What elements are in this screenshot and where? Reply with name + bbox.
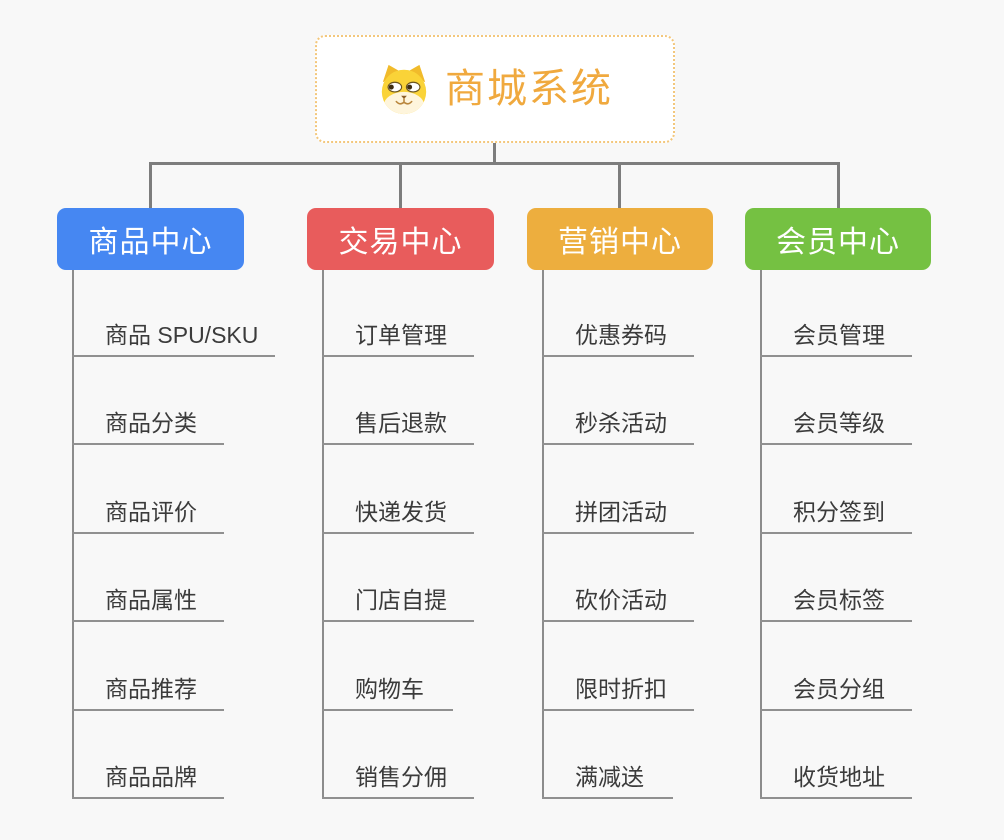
list-item[interactable]: 优惠券码 [542, 310, 694, 357]
list-item[interactable]: 快递发货 [322, 487, 474, 534]
list-item-label: 优惠券码 [575, 322, 667, 348]
list-item[interactable]: 售后退款 [322, 398, 474, 445]
list-item-label: 商品评价 [105, 499, 197, 525]
list-item-label: 限时折扣 [575, 676, 667, 702]
list-item[interactable]: 砍价活动 [542, 575, 694, 622]
list-item[interactable]: 购物车 [322, 664, 453, 711]
branch-label: 会员中心 [776, 226, 900, 259]
list-item[interactable]: 收货地址 [760, 752, 912, 799]
branch-node-product-center[interactable]: 商品中心 [57, 208, 244, 270]
trunk-line-marketing [542, 270, 544, 799]
branch-node-member-center[interactable]: 会员中心 [745, 208, 931, 270]
root-node[interactable]: 商城系统 [315, 35, 675, 143]
branch-label: 商品中心 [88, 226, 213, 259]
shiba-dog-icon [377, 62, 431, 116]
list-item[interactable]: 会员分组 [760, 664, 912, 711]
list-item-label: 订单管理 [355, 322, 447, 348]
list-item-label: 秒杀活动 [575, 410, 667, 436]
list-item-label: 拼团活动 [575, 499, 667, 525]
trunk-line-trade [322, 270, 324, 799]
list-item[interactable]: 商品 SPU/SKU [72, 310, 275, 357]
branch-label: 交易中心 [338, 226, 463, 259]
list-item[interactable]: 销售分佣 [322, 752, 474, 799]
list-item[interactable]: 订单管理 [322, 310, 474, 357]
branch-node-trade-center[interactable]: 交易中心 [307, 208, 494, 270]
list-item-label: 快递发货 [355, 499, 447, 525]
list-item-label: 砍价活动 [575, 587, 667, 613]
list-item-label: 销售分佣 [355, 764, 447, 790]
list-item-label: 积分签到 [793, 499, 885, 525]
list-item[interactable]: 商品分类 [72, 398, 224, 445]
list-item-label: 售后退款 [355, 410, 447, 436]
list-item[interactable]: 门店自提 [322, 575, 474, 622]
list-item[interactable]: 商品推荐 [72, 664, 224, 711]
trunk-line-product [72, 270, 74, 799]
list-item[interactable]: 商品属性 [72, 575, 224, 622]
list-item-label: 商品品牌 [105, 764, 197, 790]
connector-drop-member [837, 164, 840, 209]
list-item[interactable]: 商品评价 [72, 487, 224, 534]
list-item-label: 购物车 [355, 676, 424, 702]
list-item[interactable]: 限时折扣 [542, 664, 694, 711]
list-item[interactable]: 会员等级 [760, 398, 912, 445]
branch-node-marketing-center[interactable]: 营销中心 [527, 208, 713, 270]
list-item-label: 满减送 [575, 764, 644, 790]
list-item-label: 商品 SPU/SKU [105, 322, 259, 348]
list-item-label: 会员分组 [793, 676, 885, 702]
list-item-label: 门店自提 [355, 587, 447, 613]
connector-drop-marketing [618, 164, 621, 209]
connector-drop-trade [399, 164, 402, 209]
list-item-label: 商品分类 [105, 410, 197, 436]
trunk-line-member [760, 270, 762, 799]
list-item[interactable]: 积分签到 [760, 487, 912, 534]
branch-label: 营销中心 [558, 226, 682, 259]
list-item-label: 会员等级 [793, 410, 885, 436]
list-item-label: 会员标签 [793, 587, 885, 613]
list-item[interactable]: 拼团活动 [542, 487, 694, 534]
list-item[interactable]: 满减送 [542, 752, 673, 799]
connector-root-stem [493, 141, 496, 164]
root-title: 商城系统 [445, 67, 613, 111]
list-item[interactable]: 商品品牌 [72, 752, 224, 799]
connector-horizontal-bus [149, 162, 840, 165]
list-item[interactable]: 会员管理 [760, 310, 912, 357]
list-item-label: 收货地址 [793, 764, 885, 790]
list-item[interactable]: 会员标签 [760, 575, 912, 622]
list-item-label: 会员管理 [793, 322, 885, 348]
list-item-label: 商品属性 [105, 587, 197, 613]
connector-drop-product [149, 164, 152, 209]
list-item[interactable]: 秒杀活动 [542, 398, 694, 445]
list-item-label: 商品推荐 [105, 676, 197, 702]
